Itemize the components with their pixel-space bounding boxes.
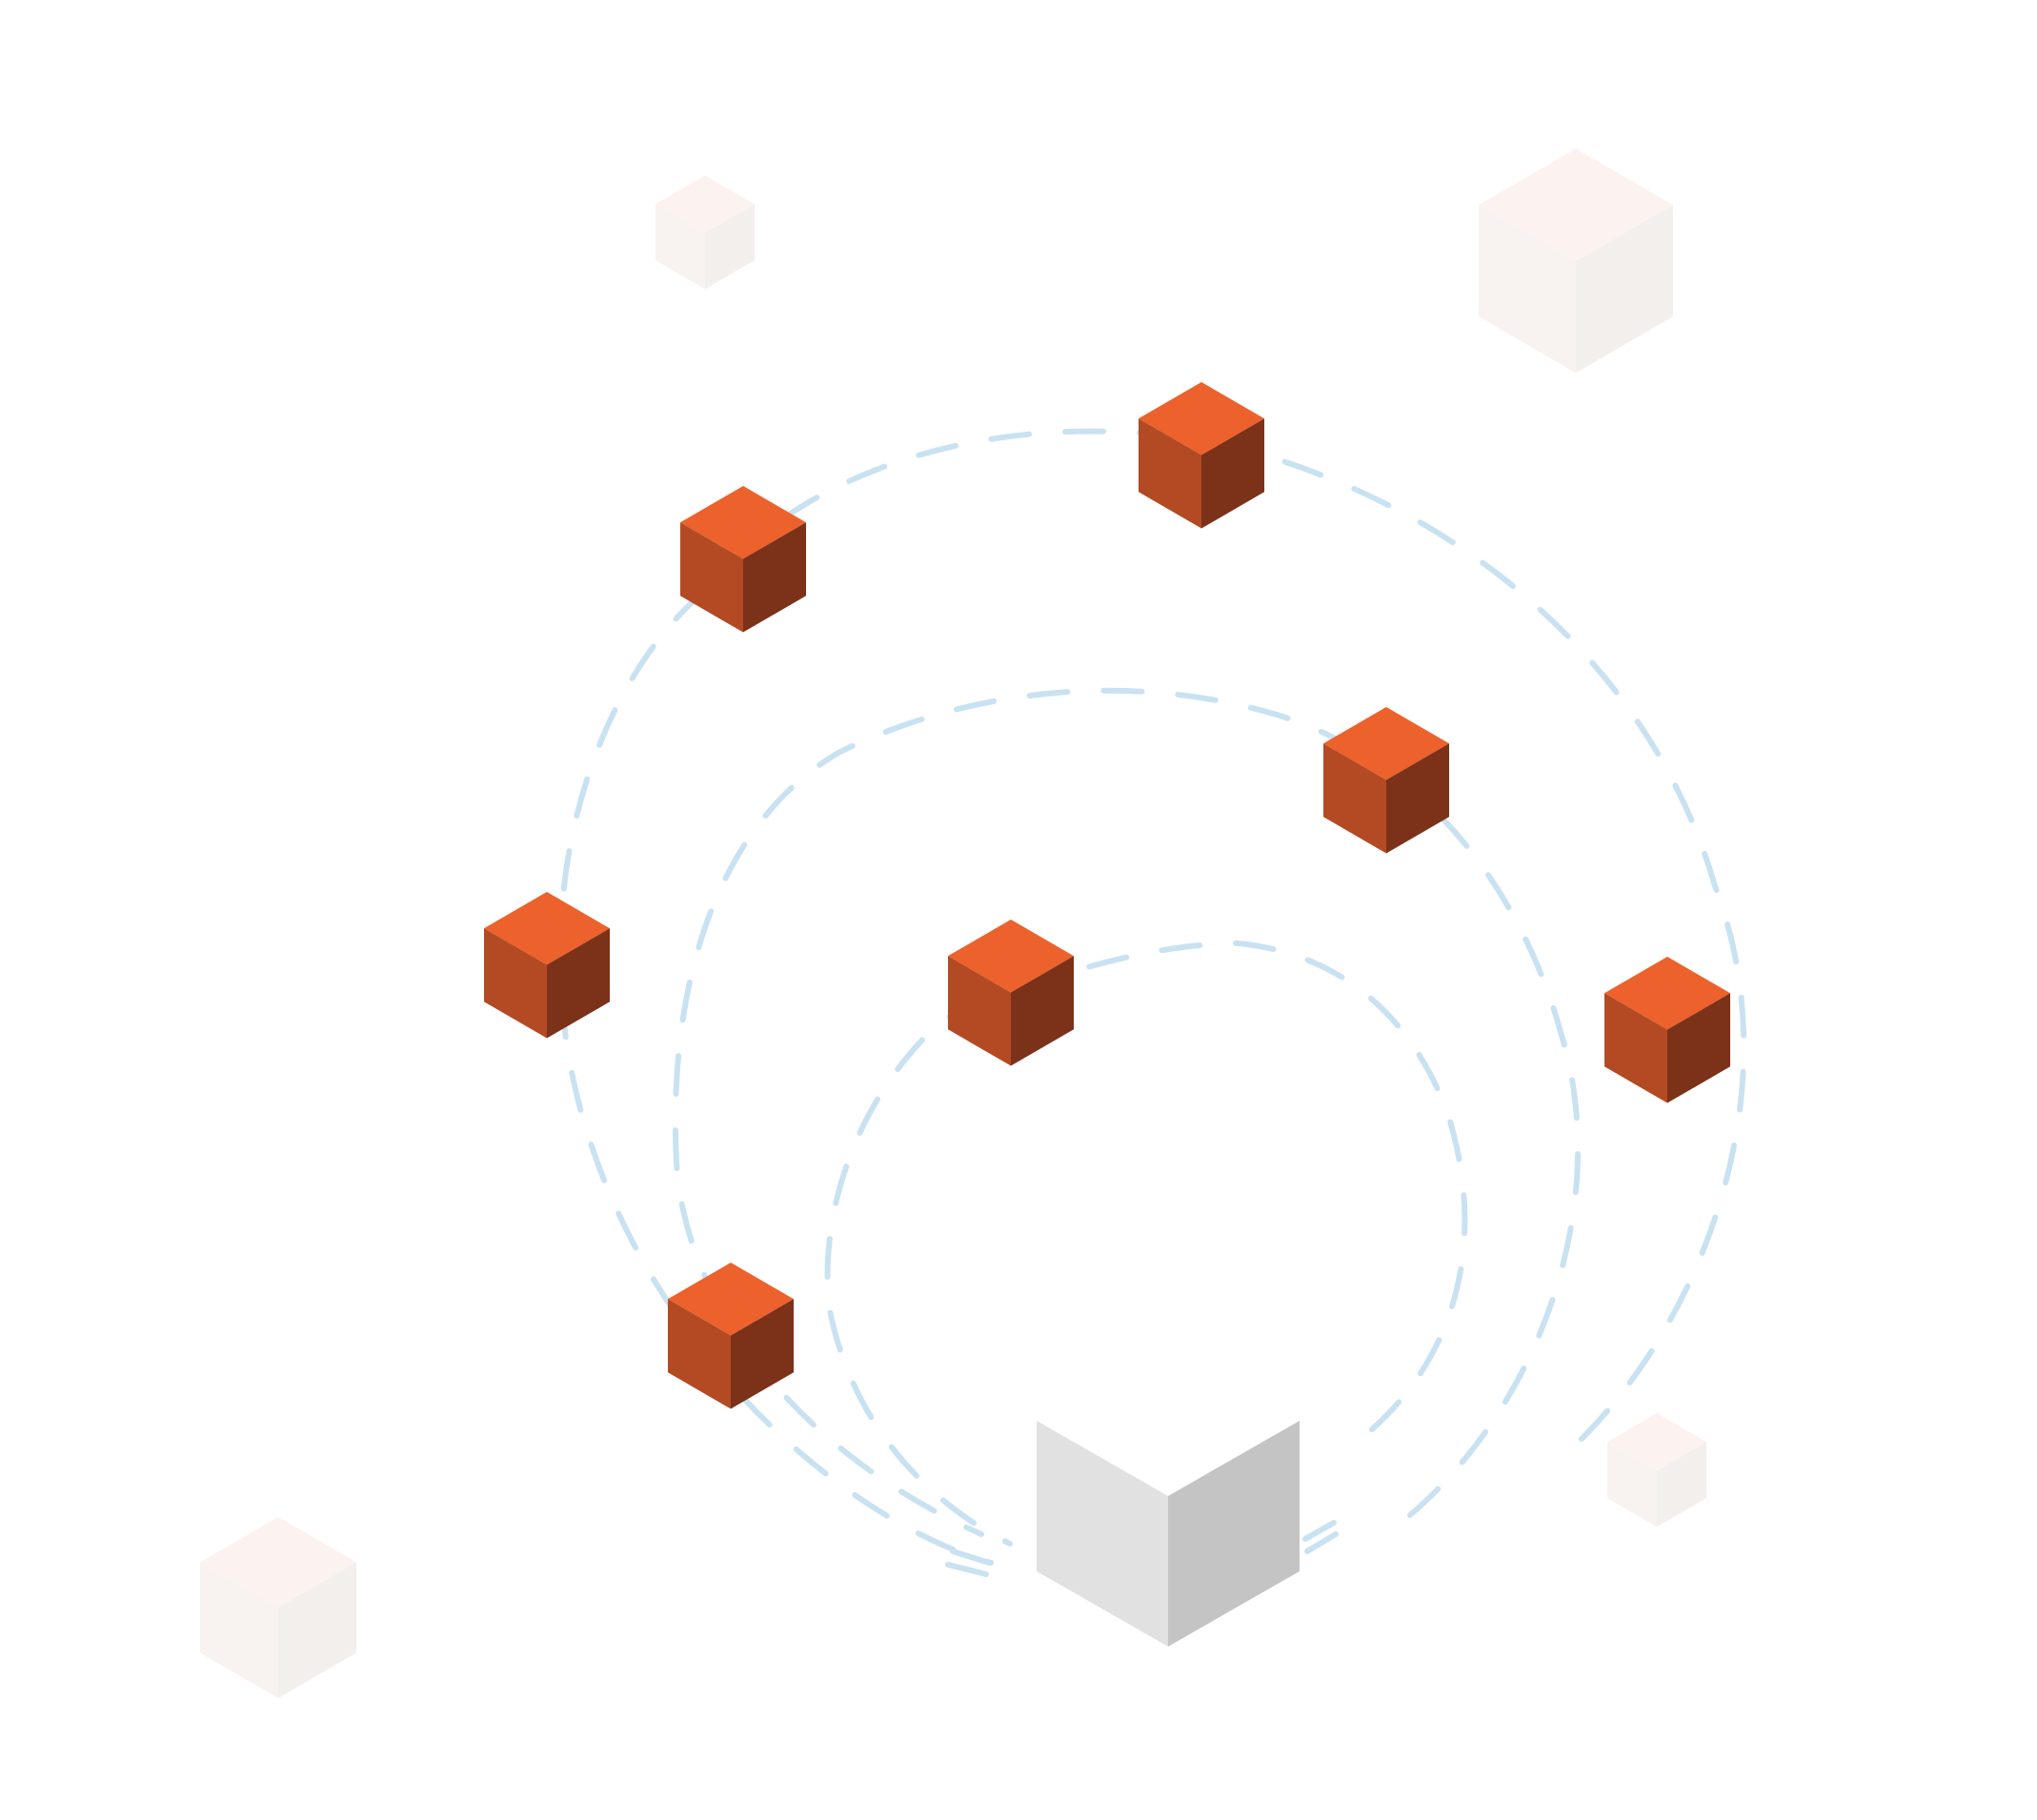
orbit-tail — [950, 1548, 992, 1566]
cube-left-face — [1604, 993, 1667, 1103]
cube-left-face — [484, 928, 547, 1039]
orbiting-cubes — [484, 382, 1730, 1409]
orbit-tail — [1304, 1531, 1339, 1554]
cube-right-face — [1576, 205, 1673, 374]
cube-right-face — [1657, 1442, 1706, 1527]
open-box — [1037, 1421, 1300, 1647]
background-cubes — [200, 149, 1706, 1699]
cube-left-face — [1323, 743, 1386, 854]
cube-outer-top — [1139, 382, 1264, 529]
cube-left-face — [680, 522, 743, 633]
box-right-wall — [1168, 1421, 1300, 1647]
cube-right-face — [705, 204, 755, 290]
inner-orbit — [824, 940, 1468, 1547]
cube-inner-center — [948, 920, 1074, 1066]
cube-right-face — [1386, 743, 1449, 854]
cube-middle-right — [1323, 707, 1449, 854]
cube-outer-right — [1604, 957, 1730, 1103]
bg-cube-bottom-left — [200, 1517, 356, 1699]
bg-cube-bottom-right — [1607, 1413, 1706, 1527]
cube-left-face — [1479, 205, 1576, 374]
orbit-paths — [556, 428, 1747, 1577]
orbit-tail — [1302, 1520, 1337, 1542]
cube-top-face — [680, 486, 806, 559]
cube-outer-upper-left — [680, 486, 806, 633]
cube-left-face — [1607, 1442, 1657, 1527]
cube-top-face — [200, 1517, 356, 1608]
cube-left-face — [668, 1299, 731, 1409]
cube-top-face — [484, 892, 610, 965]
bg-cube-top-left — [655, 175, 755, 290]
cube-right-face — [1201, 418, 1264, 529]
cube-right-face — [547, 928, 610, 1039]
cube-left-face — [1139, 418, 1201, 529]
cube-right-face — [731, 1299, 794, 1409]
cube-right-face — [743, 522, 806, 633]
cube-right-face — [1011, 956, 1074, 1066]
cube-left-face — [655, 204, 705, 290]
outer-orbit — [556, 428, 1747, 1566]
box-left-wall — [1037, 1421, 1168, 1647]
cube-left-face — [948, 956, 1011, 1066]
orbit-tail — [945, 1562, 989, 1577]
center-box-group — [1037, 1421, 1300, 1647]
cube-lower-left — [668, 1263, 794, 1409]
cube-top-face — [1139, 382, 1264, 455]
cube-left-face — [200, 1562, 278, 1699]
middle-orbit — [672, 687, 1581, 1537]
cube-top-face — [1323, 707, 1449, 780]
cube-outer-left — [484, 892, 610, 1039]
cube-right-face — [278, 1562, 356, 1699]
cube-right-face — [1667, 993, 1730, 1103]
bg-cube-top-right — [1479, 149, 1673, 374]
